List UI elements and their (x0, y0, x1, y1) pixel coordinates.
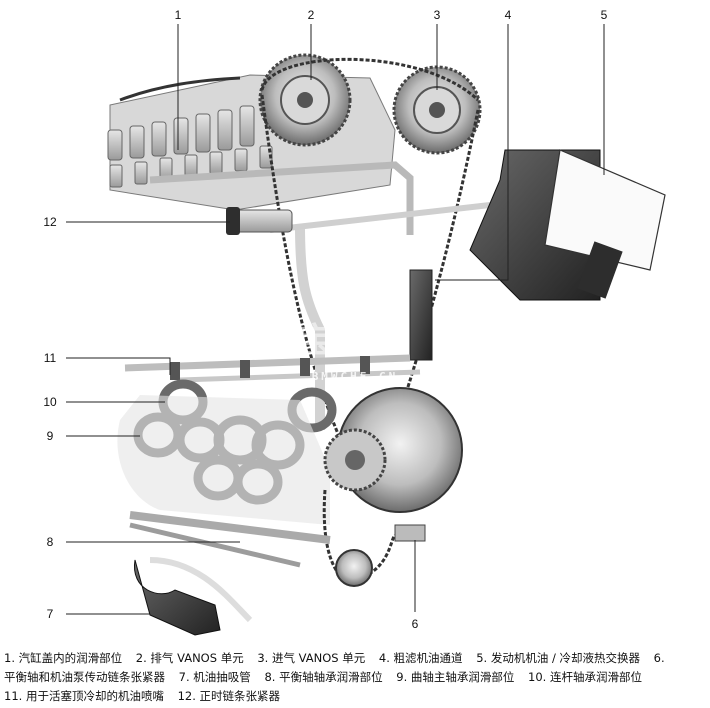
callout-10: 10 (43, 395, 57, 409)
caption-item: 3. 进气 VANOS 单元 (257, 651, 366, 665)
callout-numbers: 1 2 3 4 5 6 7 8 9 10 11 12 (43, 8, 607, 631)
callout-9: 9 (47, 429, 54, 443)
balance-shaft (129, 511, 331, 568)
exhaust-vanos-sprocket (258, 53, 352, 147)
caption-line-3: 11. 用于活塞顶冷却的机油喷嘴 12. 正时链条张紧器 (4, 687, 706, 706)
caption-item: 9. 曲轴主轴承润滑部位 (396, 670, 515, 684)
caption-item: 平衡轴和机油泵传动链条张紧器 (4, 670, 165, 684)
callout-7: 7 (47, 607, 54, 621)
caption-item: 5. 发动机机油 / 冷却液热交换器 (476, 651, 640, 665)
crankshaft-pulley (323, 387, 463, 513)
intake-vanos-sprocket (392, 65, 482, 155)
oil-suction-pipe (134, 557, 253, 636)
callout-3: 3 (434, 8, 441, 22)
caption-item: 8. 平衡轴轴承润滑部位 (264, 670, 383, 684)
heat-exchanger (469, 149, 666, 301)
callout-11: 11 (44, 351, 57, 365)
callout-5: 5 (601, 8, 608, 22)
callout-8: 8 (47, 535, 54, 549)
watermark: 宝马汇 BMWCHE.CN (298, 321, 412, 383)
callout-1: 1 (175, 8, 182, 22)
caption-item: 4. 粗滤机油通道 (378, 651, 463, 665)
callout-2: 2 (308, 8, 315, 22)
caption-item: 12. 正时链条张紧器 (177, 689, 281, 703)
caption-item: 2. 排气 VANOS 单元 (135, 651, 244, 665)
figure-caption: 1. 汽缸盖内的润滑部位 2. 排气 VANOS 单元 3. 进气 VANOS … (4, 649, 706, 706)
caption-item: 11. 用于活塞顶冷却的机油喷嘴 (4, 689, 164, 703)
caption-line-2: 平衡轴和机油泵传动链条张紧器 7. 机油抽吸管 8. 平衡轴轴承润滑部位 9. … (4, 668, 706, 687)
callout-6: 6 (412, 617, 419, 631)
callout-12: 12 (43, 215, 57, 229)
oil-gallery (124, 354, 421, 383)
caption-item: 10. 连杆轴承润滑部位 (528, 670, 642, 684)
callout-4: 4 (505, 8, 512, 22)
balance-shaft-chain (322, 489, 426, 587)
timing-chain-tensioner (226, 207, 293, 235)
caption-line-1: 1. 汽缸盖内的润滑部位 2. 排气 VANOS 单元 3. 进气 VANOS … (4, 649, 706, 668)
caption-item: 7. 机油抽吸管 (178, 670, 251, 684)
caption-item: 1. 汽缸盖内的润滑部位 (4, 651, 123, 665)
watermark-main-text: 宝马汇 (298, 321, 412, 361)
watermark-sub-text: BMWCHE.CN (312, 370, 399, 383)
crankshaft-block (117, 395, 330, 525)
oil-channel (269, 202, 491, 430)
leader-lines (66, 24, 605, 615)
caption-item: 6. (653, 651, 665, 665)
